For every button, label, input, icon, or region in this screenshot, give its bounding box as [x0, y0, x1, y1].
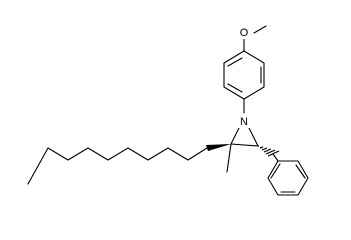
methyl-o-bond — [253, 25, 267, 34]
molecule-structure-diagram: O N — [27, 25, 309, 196]
phenyl-link-bond — [272, 153, 279, 162]
phenyl-ring — [267, 160, 309, 196]
wedge-bond — [206, 144, 231, 151]
aziridine-ring — [230, 127, 259, 147]
methyl-bond — [226, 143, 232, 173]
anisyl-ring — [223, 50, 265, 100]
nitrogen-atom-label: N — [240, 116, 248, 128]
oxygen-atom-label: O — [240, 27, 249, 39]
hashed-bond — [258, 145, 280, 157]
decyl-chain — [27, 147, 208, 185]
